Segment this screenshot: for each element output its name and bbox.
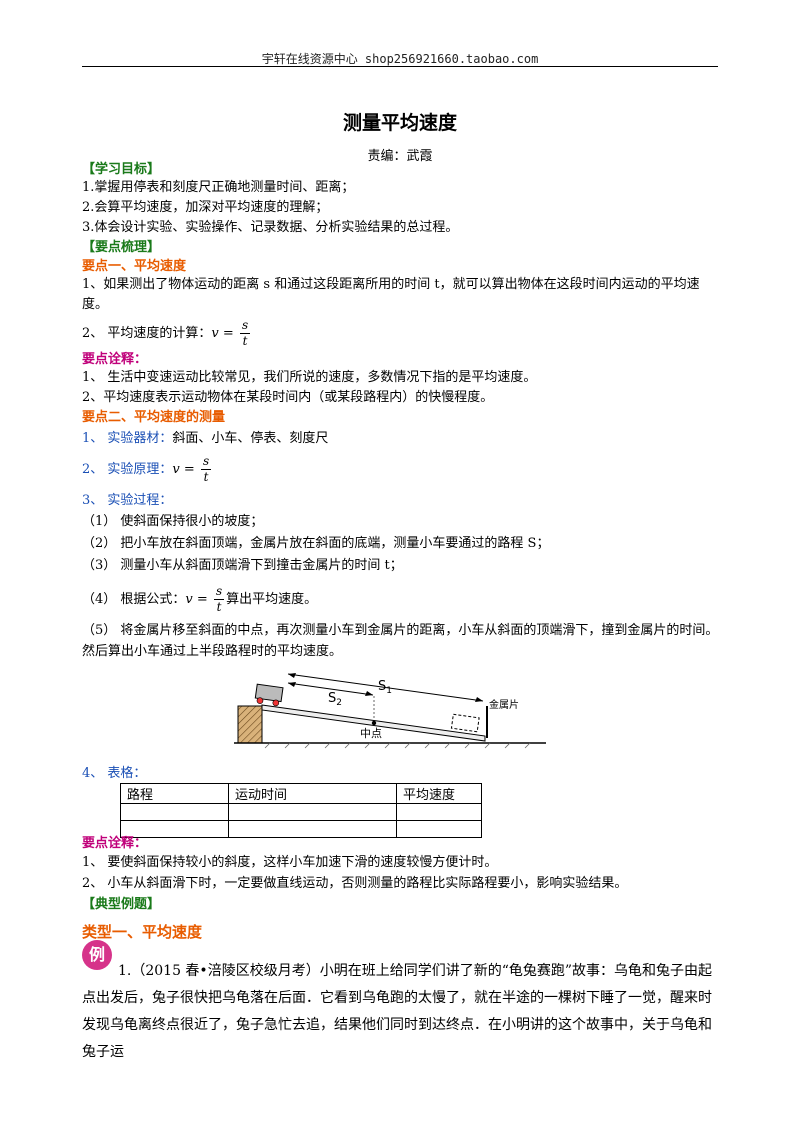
point2-item4-label: 4、 表格： <box>82 766 147 781</box>
formula-denominator: t <box>203 470 209 484</box>
point2-heading: 要点二、平均速度的测量 <box>82 408 722 428</box>
formula-numerator: s <box>213 584 225 600</box>
header-rule <box>82 66 718 67</box>
examples-heading: 【典型例题】 <box>82 895 722 915</box>
cart-ghost <box>450 713 480 733</box>
incline-figure: S1 S2 中点 金属片 <box>234 673 546 749</box>
point1-heading-text: 要点一、平均速度 <box>82 259 187 274</box>
point2-item1: 1、 实验器材：斜面、小车、停表、刻度尺 <box>82 429 722 449</box>
point2-item3: 3、 实验过程： <box>82 491 722 511</box>
formula-equals: = <box>222 326 234 341</box>
point1-item1: 1、如果测出了物体运动的距离 s 和通过这段距离所用的时间 t，就可以算出物体在… <box>82 277 700 312</box>
formula-equals: = <box>196 592 208 607</box>
type1-heading-text: 类型一、平均速度 <box>82 923 203 941</box>
point2-item3-label: 3、 实验过程： <box>82 493 173 508</box>
point1-heading: 要点一、平均速度 <box>82 257 722 277</box>
explain2-heading-text: 要点诠释： <box>82 836 148 851</box>
objective-item: 1.掌握用停表和刻度尺正确地测量时间、距离； <box>82 180 355 195</box>
page-header: 宇轩在线资源中心 shop256921660.taobao.com <box>261 52 539 66</box>
point1-item2-prefix: 2、 平均速度的计算： <box>82 326 212 341</box>
formula-equals: = <box>183 462 195 477</box>
formula-numerator: s <box>200 454 212 470</box>
example-badge: 例 <box>82 940 112 970</box>
point2-item1-label: 1、 实验器材： <box>82 431 173 446</box>
step-item: （1） 使斜面保持很小的坡度； <box>82 514 264 529</box>
point2-item4: 4、 表格： <box>82 764 722 784</box>
editor-line: 责编：武霞 <box>367 149 433 164</box>
explain1-heading: 要点诠释： <box>82 350 722 370</box>
points-heading: 【要点梳理】 <box>82 238 722 258</box>
point2-item1-text: 斜面、小车、停表、刻度尺 <box>172 431 329 446</box>
explain2-heading: 要点诠释： <box>82 834 722 854</box>
explain2-item: 1、 要使斜面保持较小的斜度，这样小车加速下滑的速度较慢方便计时。 <box>82 855 498 870</box>
explain1-item: 2、平均速度表示运动物体在某段时间内（或某段路程内）的快慢程度。 <box>82 390 494 405</box>
step-item: （3） 测量小车从斜面顶端滑下到撞击金属片的时间 t； <box>82 558 403 573</box>
data-table: 路程 运动时间 平均速度 <box>120 783 482 838</box>
formula-denominator: t <box>242 334 248 348</box>
table-row <box>120 820 482 838</box>
cart <box>254 683 284 707</box>
formula-denominator: t <box>216 600 222 614</box>
formula-numerator: s <box>239 318 251 334</box>
formula-v: v <box>172 462 180 477</box>
s2-dimension <box>287 682 374 696</box>
formula-v: v <box>211 326 219 341</box>
type1-heading: 类型一、平均速度 <box>82 922 722 944</box>
s1-label: S1 <box>378 679 392 696</box>
explain1-heading-text: 要点诠释： <box>82 352 148 367</box>
metal-plate-label: 金属片 <box>489 698 519 711</box>
table-row <box>120 803 482 821</box>
objective-item: 3.体会设计实验、实验操作、记录数据、分析实验结果的总过程。 <box>82 220 459 235</box>
objectives-heading-text: 【学习目标】 <box>82 162 161 177</box>
table-header-cell: 平均速度 <box>396 783 482 804</box>
points-heading-text: 【要点梳理】 <box>82 240 161 255</box>
s2-label: S2 <box>328 691 342 708</box>
objectives-heading: 【学习目标】 <box>82 160 722 180</box>
step4-prefix: （4） 根据公式： <box>82 592 186 607</box>
document-title: 测量平均速度 <box>342 112 457 134</box>
midpoint-label: 中点 <box>360 727 382 740</box>
support-block <box>237 705 263 744</box>
examples-heading-text: 【典型例题】 <box>82 897 161 912</box>
table-header-cell: 路程 <box>120 783 229 804</box>
ground-hatch <box>264 742 531 749</box>
explain1-item: 1、 生活中变速运动比较常见，我们所说的速度，多数情况下指的是平均速度。 <box>82 370 537 385</box>
point2-item2-label: 2、 实验原理： <box>82 462 173 477</box>
step-5: （5） 将金属片移至斜面的中点，再次测量小车到金属片的距离，小车从斜面的顶端滑下… <box>82 623 719 659</box>
table-header-cell: 运动时间 <box>228 783 397 804</box>
step-item: （2） 把小车放在斜面顶端，金属片放在斜面的底端，测量小车要通过的路程 S； <box>82 536 550 551</box>
formula-v: v <box>185 592 193 607</box>
example1-text: 1.（2015 春•涪陵区校级月考）小明在班上给同学们讲了新的“龟兔赛跑”故事：… <box>82 963 713 1060</box>
objective-item: 2.会算平均速度，加深对平均速度的理解； <box>82 200 329 215</box>
explain2-item: 2、 小车从斜面滑下时，一定要做直线运动，否则测量的路程比实际路程要小，影响实验… <box>82 876 628 891</box>
table-header-row: 路程 运动时间 平均速度 <box>120 783 482 804</box>
point2-heading-text: 要点二、平均速度的测量 <box>82 410 226 425</box>
s1-dimension <box>287 673 484 702</box>
step4-suffix: 算出平均速度。 <box>226 592 318 607</box>
midpoint-marker <box>371 720 377 726</box>
